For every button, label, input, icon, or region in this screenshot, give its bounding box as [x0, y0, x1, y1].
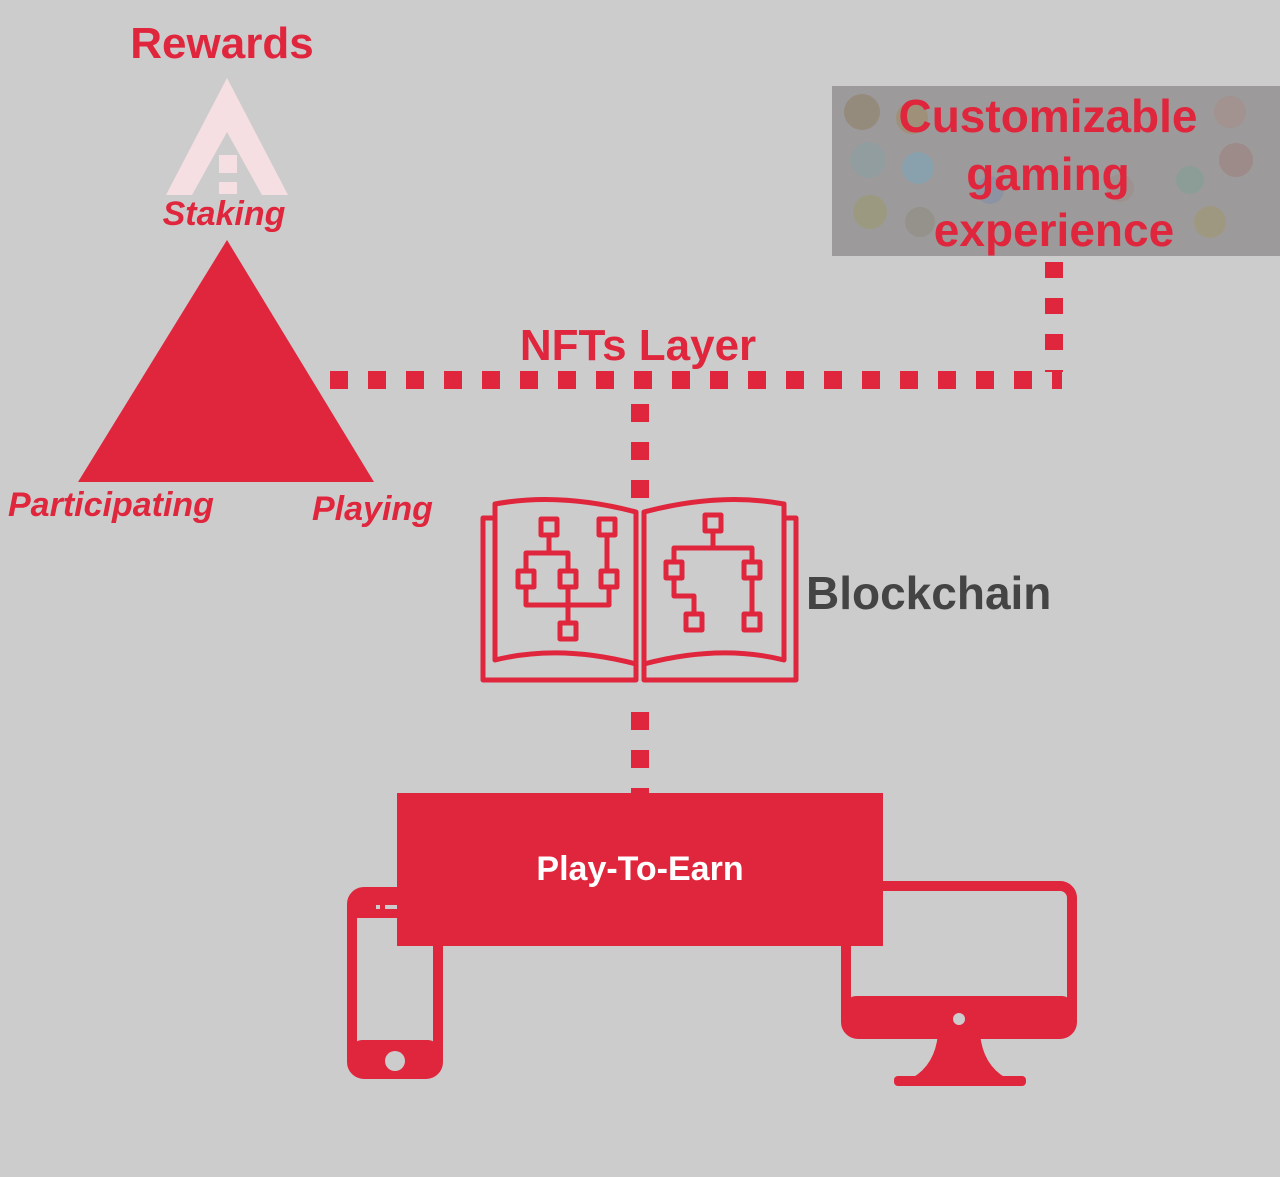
rewards-label: Rewards [130, 19, 313, 68]
blockchain-label: Blockchain [806, 567, 1051, 619]
playing-label: Playing [312, 490, 433, 528]
desktop-monitor-icon [841, 881, 1077, 1086]
staking-label: Staking [163, 195, 286, 233]
customizable-line-1: Customizable [898, 90, 1197, 142]
customizable-line-3: experience [934, 204, 1174, 256]
play-to-earn-label: Play-To-Earn [536, 850, 743, 888]
participating-label: Participating [8, 486, 214, 524]
blockchain-book-icon [480, 497, 799, 683]
customizable-line-2: gaming [966, 148, 1130, 200]
up-arrow-icon [166, 78, 288, 195]
customizable-panel: Customizable gaming experience [832, 86, 1280, 256]
nfts-layer-label: NFTs Layer [520, 321, 756, 370]
triangle-icon [78, 240, 374, 482]
play-to-earn-banner [397, 793, 883, 946]
